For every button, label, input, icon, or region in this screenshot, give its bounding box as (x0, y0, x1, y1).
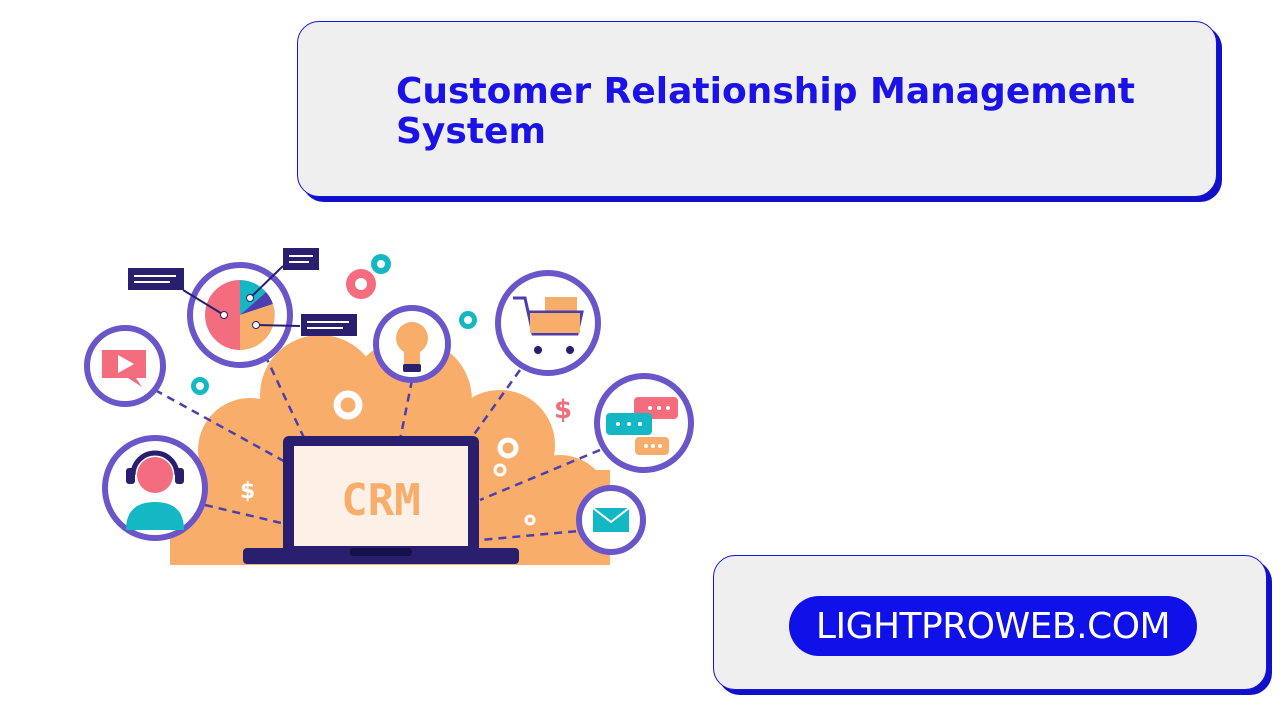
crm-screen-label: CRM (341, 475, 420, 526)
email-icon (576, 485, 646, 555)
dollar-sign: $ (240, 479, 255, 504)
chat-bubbles-icon (594, 373, 694, 473)
shopping-cart-icon (495, 270, 601, 376)
dollar-sign: $ (554, 395, 572, 425)
video-play-icon (84, 325, 166, 407)
gear-icon (191, 254, 477, 395)
gear-icon (333, 390, 363, 420)
customer-support-headset-icon (102, 435, 208, 541)
laptop-icon (243, 436, 519, 564)
brand-card: LIGHTPROWEB.COM (713, 555, 1267, 690)
gear-icon (497, 437, 519, 459)
connector-lines (154, 354, 601, 542)
gear-icon (493, 463, 536, 526)
crm-illustration: $ CRM (84, 248, 694, 565)
brand-badge[interactable]: LIGHTPROWEB.COM (789, 596, 1197, 656)
pie-chart-icon (128, 248, 357, 368)
lightbulb-icon (373, 305, 451, 383)
page-title: Customer Relationship Management System (396, 71, 1136, 152)
title-card: Customer Relationship Management System (297, 21, 1217, 197)
